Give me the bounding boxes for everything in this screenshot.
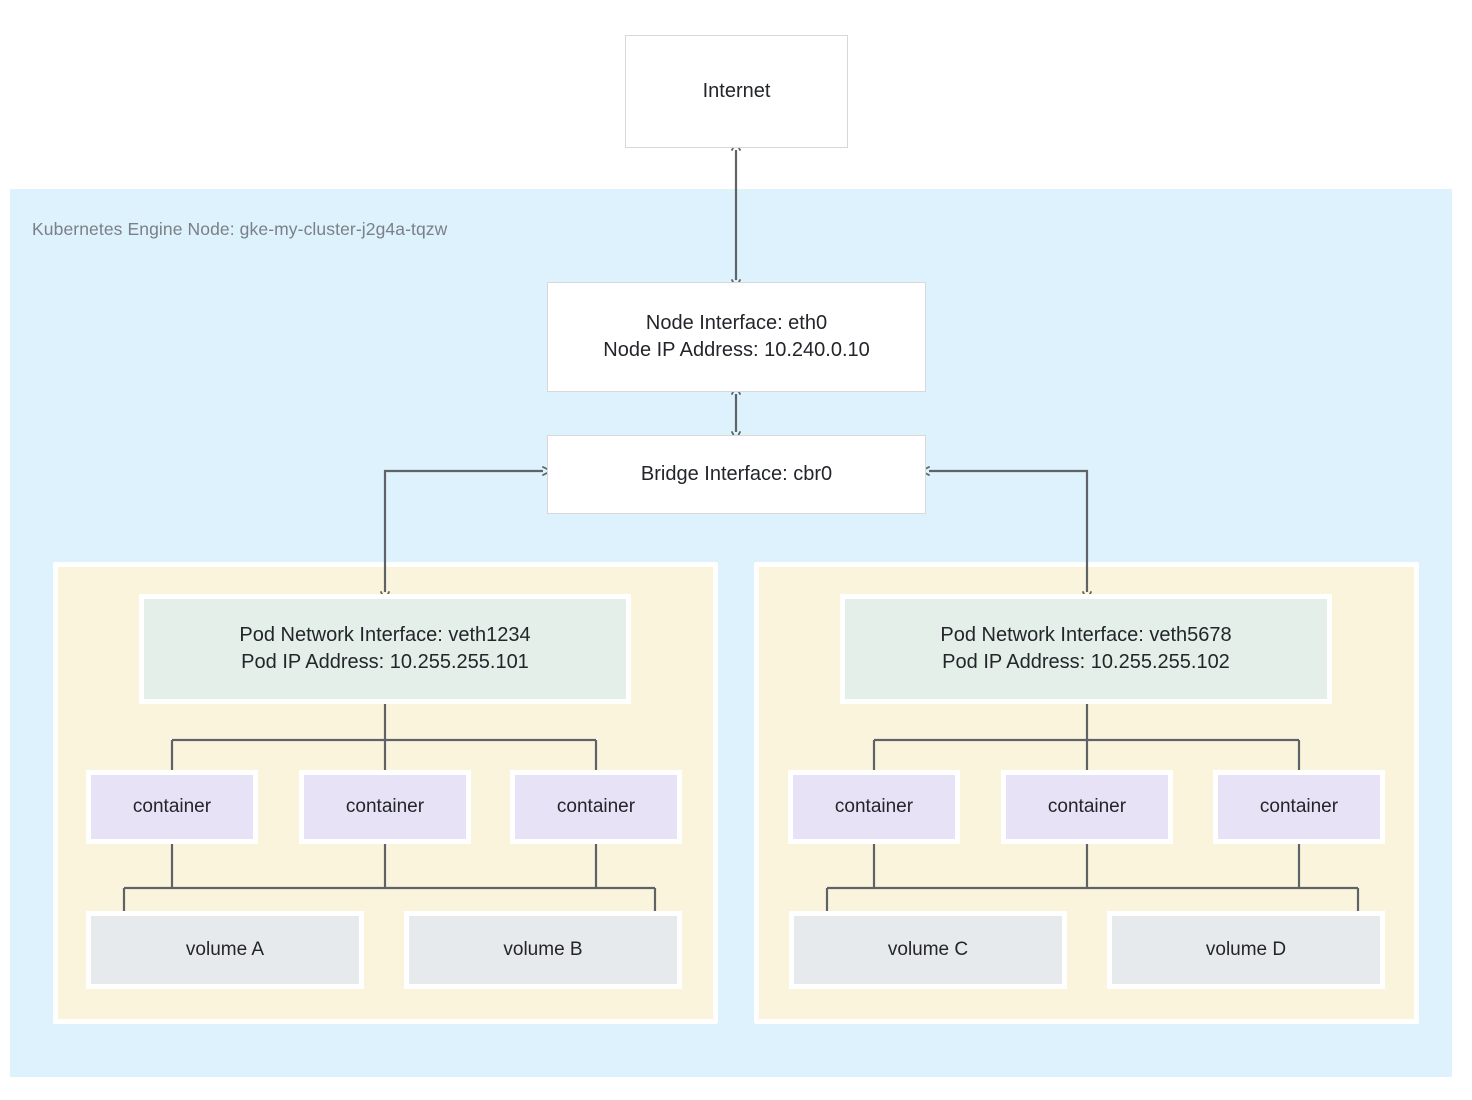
pod-right-container-1[interactable]: container <box>788 770 960 844</box>
pod-right-volume-c[interactable]: volume C <box>789 911 1067 989</box>
bridge-interface-box[interactable]: Bridge Interface: cbr0 <box>547 435 926 514</box>
pod-right-network-interface[interactable]: Pod Network Interface: veth5678 Pod IP A… <box>840 594 1332 704</box>
pod-right-container-2[interactable]: container <box>1001 770 1173 844</box>
internet-node[interactable]: Internet <box>625 35 848 148</box>
pod-left-container-2[interactable]: container <box>299 770 471 844</box>
pod-right-container-3[interactable]: container <box>1213 770 1385 844</box>
pod-left-network-interface[interactable]: Pod Network Interface: veth1234 Pod IP A… <box>139 594 631 704</box>
node-interface-box[interactable]: Node Interface: eth0 Node IP Address: 10… <box>547 282 926 392</box>
kubernetes-node-label: Kubernetes Engine Node: gke-my-cluster-j… <box>32 219 448 239</box>
pod-right-volume-d[interactable]: volume D <box>1107 911 1385 989</box>
pod-left-volume-b[interactable]: volume B <box>404 911 682 989</box>
pod-left-container-3[interactable]: container <box>510 770 682 844</box>
pod-left-container-1[interactable]: container <box>86 770 258 844</box>
pod-left-volume-a[interactable]: volume A <box>86 911 364 989</box>
